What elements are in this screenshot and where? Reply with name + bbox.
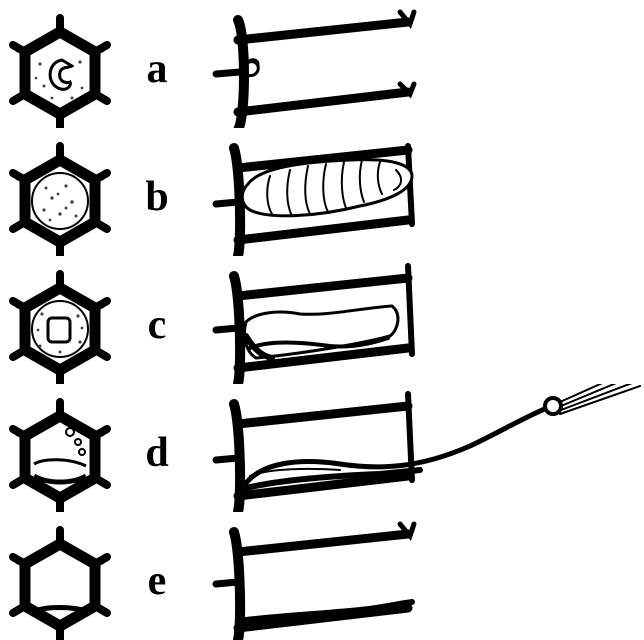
- cell-side-view-b: [216, 146, 412, 256]
- cell-top-view-c: [13, 274, 107, 384]
- stage-label-c: c: [132, 304, 182, 346]
- stage-row-e: e: [0, 512, 644, 640]
- cell-top-view-b: [13, 146, 107, 256]
- cell-top-view-e: [13, 530, 107, 640]
- cell-side-view-d: [216, 384, 640, 512]
- stage-row-b: b: [0, 128, 644, 256]
- stage-e-drawings: [0, 512, 644, 640]
- cell-top-view-a: [13, 18, 107, 128]
- stage-row-c: c: [0, 256, 644, 384]
- stage-b-drawings: [0, 128, 644, 256]
- stage-label-b: b: [132, 176, 182, 218]
- cell-side-view-e: [216, 524, 414, 640]
- stage-row-a: a: [0, 0, 644, 128]
- cell-side-view-a: [216, 12, 414, 128]
- stage-a-drawings: [0, 0, 644, 128]
- stage-d-drawings: [0, 384, 644, 512]
- stage-label-a: a: [132, 48, 182, 90]
- cell-top-view-d: [13, 402, 107, 512]
- stage-label-d: d: [132, 432, 182, 474]
- stage-label-e: e: [132, 560, 182, 602]
- stage-c-drawings: [0, 256, 644, 384]
- stage-row-d: d: [0, 384, 644, 512]
- cell-side-view-c: [216, 266, 412, 384]
